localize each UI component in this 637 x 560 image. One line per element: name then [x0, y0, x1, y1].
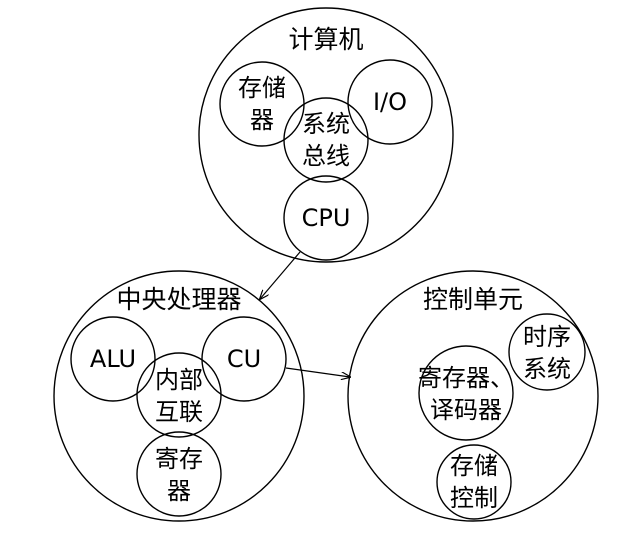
cu-circle — [201, 316, 287, 402]
timing-system-label-line1: 时序 — [523, 323, 571, 351]
arrow-cpu-to-processor — [260, 251, 301, 299]
storage-control-label-line2: 控制 — [450, 484, 498, 512]
cpu-label: CPU — [302, 204, 351, 232]
computer-circle — [198, 7, 454, 263]
io-label: I/O — [373, 88, 407, 116]
cu-label: CU — [227, 345, 261, 373]
processor-title: 中央处理器 — [116, 285, 241, 314]
storage-label-line2: 器 — [250, 106, 274, 134]
registers-label-line1: 寄存 — [155, 445, 203, 473]
control-unit-title: 控制单元 — [423, 285, 523, 314]
processor-group: 中央处理器 ALU CU 内部 互联 寄存 器 — [53, 270, 305, 522]
system-bus-label-line1: 系统 — [302, 110, 350, 138]
storage-control-circle — [436, 444, 512, 520]
alu-label: ALU — [90, 345, 136, 373]
storage-label-line1: 存储 — [238, 74, 286, 102]
control-unit-group: 控制单元 时序 系统 寄存器、 译码器 存储 控制 — [347, 270, 599, 522]
internal-interconnect-circle — [136, 352, 222, 438]
timing-system-circle — [508, 313, 586, 391]
timing-system-label-line2: 系统 — [523, 355, 571, 383]
system-bus-label-line2: 总线 — [302, 142, 350, 170]
storage-control-label-line1: 存储 — [450, 452, 498, 480]
alu-circle — [70, 316, 156, 402]
computer-title: 计算机 — [288, 25, 363, 54]
register-decoder-circle — [418, 345, 514, 441]
registers-label-line2: 器 — [167, 477, 191, 505]
registers-circle — [136, 431, 222, 517]
processor-circle — [53, 270, 305, 522]
internal-interconnect-label-line2: 互联 — [155, 398, 203, 426]
internal-interconnect-label-line1: 内部 — [155, 366, 203, 394]
control-unit-circle — [347, 270, 599, 522]
arrow-cu-to-control-unit — [285, 367, 350, 377]
register-decoder-label-line1: 寄存器、 — [418, 364, 514, 392]
system-bus-circle — [283, 97, 369, 183]
cpu-circle — [283, 175, 369, 261]
io-circle — [347, 59, 433, 145]
computer-group: 计算机 存储 器 I/O 系统 总线 CPU — [198, 7, 454, 263]
register-decoder-label-line2: 译码器 — [430, 396, 502, 424]
